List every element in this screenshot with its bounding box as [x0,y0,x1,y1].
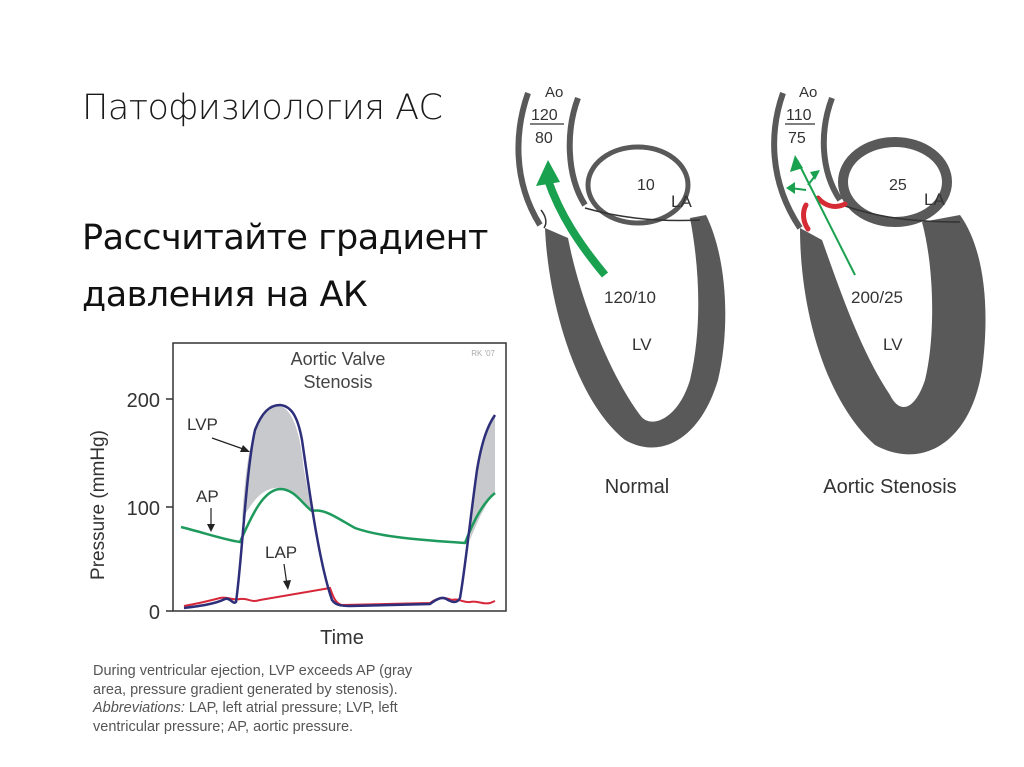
lvp-arrow [211,437,247,451]
lvp-arrowhead [240,445,250,452]
mitral-line-stenosis [844,205,961,223]
heart-diagrams: Ao 120 80 10 LA 120/10 LV Normal Ao 110 … [515,84,986,498]
ao-systolic-normal: 120 [531,107,558,124]
lap-curve [183,586,496,607]
lap-label: LAP [265,543,297,562]
ap-label: AP [196,487,219,506]
la-label-stenosis: LA [924,190,945,209]
slide-body-line-1: Рассчитайте градиент [82,218,488,258]
pressure-chart: 200 100 0 Pressure (mmHg) Time Aortic Va… [88,342,507,649]
lv-label-stenosis: LV [883,335,903,354]
gradient-area-2 [470,415,495,540]
lvp-label: LVP [187,415,218,434]
ao-systolic-stenosis: 110 [786,107,812,124]
ytick-0: 0 [149,602,160,624]
flow-split-2-head [786,182,795,194]
heart-normal: Ao 120 80 10 LA 120/10 LV Normal [515,84,726,498]
gradient-area-1 [242,405,312,520]
aorta-wall-right-as [820,96,843,202]
aorta-wall-right [566,96,588,207]
flow-arrow-normal [544,178,609,278]
heart-stenosis: Ao 110 75 25 LA 200/25 LV Aortic Stenosi… [771,84,986,498]
stenotic-leaflet-right [815,195,848,209]
ao-diastolic-stenosis: 75 [788,130,806,147]
chart-title-line-2: Stenosis [303,372,372,392]
lvp-curve [183,403,497,610]
caption-line-3-rest: LAP, left atrial pressure; LVP, left [184,700,398,716]
left-ventricle-normal [545,215,726,448]
la-label-normal: LA [671,192,692,211]
ao-diastolic-normal: 80 [535,130,553,147]
lap-arrowhead [283,580,291,590]
lv-label-normal: LV [632,335,652,354]
caption-line-4: ventricular pressure; AP, aortic pressur… [93,718,354,735]
chart-title-line-1: Aortic Valve [291,349,386,369]
flow-arrowhead-stenosis [790,155,803,172]
slide-body: Рассчитайте градиент давления на АК [82,210,488,324]
chart-frame [172,342,507,612]
lv-pressure-stenosis: 200/25 [851,288,903,307]
caption-stenosis: Aortic Stenosis [823,476,956,498]
flow-split-1-head [810,170,820,180]
x-axis-label: Time [320,627,364,649]
flow-arrowhead-normal [536,160,560,186]
la-pressure-normal: 10 [637,177,655,194]
flow-jet-stenosis [796,159,856,276]
caption-normal: Normal [605,476,669,498]
ao-label-stenosis: Ao [799,84,817,101]
lv-pressure-normal: 120/10 [604,288,656,307]
aorta-wall-left-as [771,92,803,230]
y-axis-label: Pressure (mmHg) [88,430,109,580]
slide-body-line-2: давления на АК [82,275,368,315]
mitral-line-normal [584,207,701,222]
left-ventricle-stenosis [800,215,986,455]
ao-label-normal: Ao [545,84,563,101]
y-axis [166,398,173,612]
left-atrium-normal [585,144,691,226]
caption-abbr-label: Abbreviations: [93,700,185,716]
figure-caption: During ventricular ejection, LVP exceeds… [93,662,513,736]
chart-watermark: RK '07 [471,349,495,358]
aorta-wall-left [515,92,543,227]
left-atrium-stenosis [838,137,952,227]
caption-line-3: Abbreviations: LAP, left atrial pressure… [93,699,513,718]
slide-title: Патофизиология АС [82,88,443,128]
ytick-200: 200 [127,390,160,412]
caption-line-1: During ventricular ejection, LVP exceeds… [93,663,413,679]
ytick-100: 100 [127,498,160,520]
ap-arrowhead [207,524,215,532]
caption-line-2: area, pressure gradient generated by ste… [93,681,398,698]
aortic-valve-normal [540,209,547,229]
la-pressure-stenosis: 25 [889,177,907,194]
stenotic-leaflet-left [801,202,811,232]
